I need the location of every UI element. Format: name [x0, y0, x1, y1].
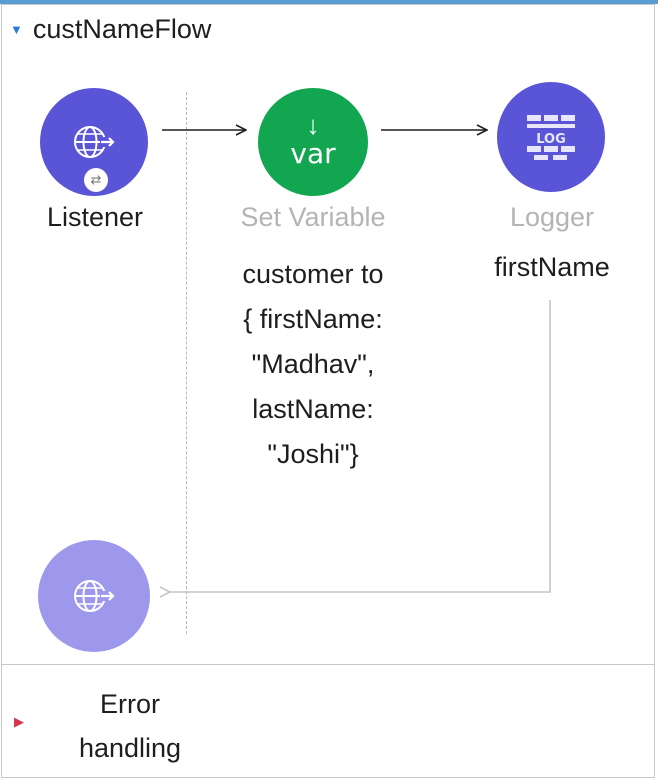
description-line: "Joshi"} — [267, 439, 359, 469]
set-variable-label: Set Variable — [240, 202, 386, 232]
var-badge-text: var — [290, 137, 336, 170]
flow-name: custNameFlow — [32, 14, 212, 44]
set-variable-component[interactable]: ↓ var — [258, 88, 368, 196]
logger-description: firstName — [494, 252, 610, 282]
logger-component[interactable]: LOG — [497, 82, 605, 192]
error-handling-divider — [1, 664, 655, 665]
expand-triangle-icon[interactable]: ▶ — [14, 714, 24, 729]
description-line: "Madhav", — [251, 349, 375, 379]
description-line: lastName: — [252, 394, 374, 424]
logger-label: Logger — [509, 202, 595, 232]
set-variable-description: customer to { firstName: "Madhav", lastN… — [198, 252, 428, 477]
error-handling-line: Error — [100, 689, 160, 719]
listener-response-component[interactable] — [38, 540, 150, 652]
globe-arrow-icon — [74, 580, 115, 612]
flow-frame — [1, 4, 655, 778]
exchange-icon: ⇄ — [84, 168, 108, 192]
down-arrow-icon: ↓ — [306, 110, 320, 140]
listener-label: Listener — [46, 202, 144, 232]
return-path-line — [170, 300, 551, 592]
log-badge-text: LOG — [536, 132, 566, 147]
error-handling-label[interactable]: Error handling — [60, 682, 200, 770]
source-divider-line — [186, 92, 187, 634]
description-line: { firstName: — [243, 304, 383, 334]
error-handling-line: handling — [78, 733, 182, 763]
collapse-triangle-icon[interactable]: ▼ — [10, 22, 23, 37]
description-line: customer to — [242, 259, 384, 289]
globe-arrow-icon — [74, 126, 115, 158]
log-brick-icon: LOG — [527, 115, 575, 160]
top-accent-border — [0, 0, 658, 4]
flow-header[interactable]: ▼ custNameFlow — [10, 14, 211, 45]
